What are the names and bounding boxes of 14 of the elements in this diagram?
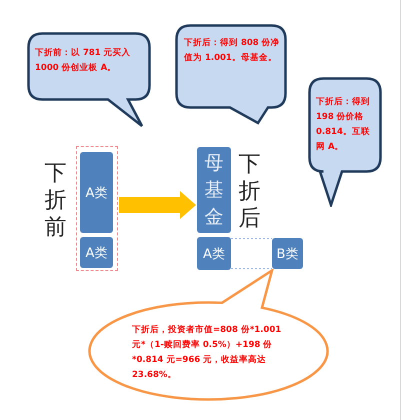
speech-bubble: 下折前：以 781 元买入 1000 份创业板 A。 bbox=[27, 32, 151, 128]
speech-bubble: 下折后：得到 808 份净值为 1.001。母基金。 bbox=[175, 24, 287, 125]
class-box: A类 bbox=[80, 152, 113, 233]
class-box: A类 bbox=[197, 237, 231, 270]
vertical-label: 下折后 bbox=[238, 151, 262, 232]
fund-box: 母基金 bbox=[197, 147, 231, 233]
ellipse-callout: 下折后，投资者市值=808 份*1.001 元*（1-赎回费率 0.5%）+198 份*0.814 元=966 元，收益率高达 23.68%。 bbox=[88, 269, 329, 401]
class-box: B类 bbox=[272, 238, 303, 269]
class-box: A类 bbox=[80, 237, 113, 268]
speech-bubble: 下折后：得到 198 份价格 0.814。互联网 A。 bbox=[308, 77, 382, 207]
dashed-frame bbox=[76, 146, 118, 271]
block-arrow bbox=[119, 191, 196, 219]
dotted-connector bbox=[230, 238, 272, 269]
vertical-label: 下折前 bbox=[44, 160, 68, 241]
